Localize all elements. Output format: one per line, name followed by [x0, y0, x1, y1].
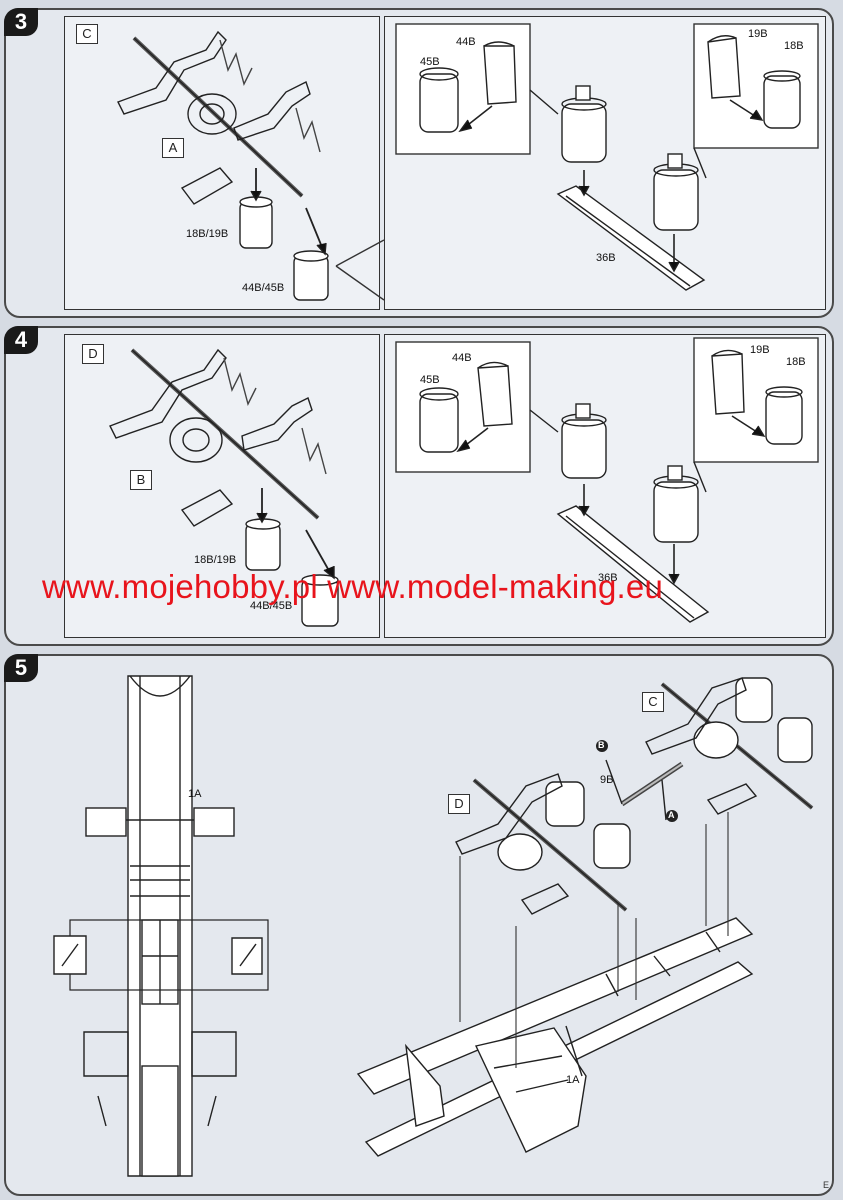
step-4-panel: 4 D B — [4, 326, 834, 646]
page-mark: E — [822, 1180, 829, 1190]
axle-label: A — [162, 138, 184, 158]
part-18b: 18B — [784, 40, 804, 52]
watermark: www.mojehobby.pl www.model-making.eu — [42, 568, 664, 605]
axle-label: B — [130, 470, 152, 490]
part-19b: 19B — [748, 28, 768, 40]
part-44b-45b: 44B/45B — [242, 282, 285, 294]
part-18b-19b: 18B/19B — [186, 228, 229, 240]
part-44b: 44B — [456, 36, 476, 48]
part-36b: 36B — [598, 572, 618, 584]
axle-assembly-drawing — [109, 337, 819, 627]
marker-b-label: B — [598, 740, 605, 750]
part-36b: 36B — [596, 252, 616, 264]
step-number: 5 — [4, 654, 38, 682]
marker-circles — [596, 740, 678, 822]
part-9b: 9B — [600, 774, 614, 786]
part-45b: 45B — [420, 374, 440, 386]
part-1a-perspective: 1A — [566, 1074, 580, 1086]
part-18b: 18B — [786, 356, 806, 368]
marker-b-circle — [596, 740, 608, 752]
marker-a-label: A — [668, 810, 675, 820]
part-44b: 44B — [452, 352, 472, 364]
step-number: 4 — [4, 326, 38, 354]
part-44b-45b: 44B/45B — [250, 600, 293, 612]
marker-a-circle — [666, 810, 678, 822]
step-number: 3 — [4, 8, 38, 36]
assembly-label-c: C — [642, 692, 664, 712]
part-45b: 45B — [420, 56, 440, 68]
assembly-label: C — [76, 24, 98, 44]
step-5-panel: 5 C D — [4, 654, 834, 1196]
assembly-label: D — [82, 344, 104, 364]
step-3-panel: 3 C A — [4, 8, 834, 318]
part-18b-19b: 18B/19B — [194, 554, 237, 566]
assembly-label-d: D — [448, 794, 470, 814]
axle-assembly-drawing — [117, 23, 819, 301]
part-1a-top-view: 1A — [188, 788, 202, 800]
part-19b: 19B — [750, 344, 770, 356]
chassis-assembly-drawing — [53, 675, 814, 1177]
